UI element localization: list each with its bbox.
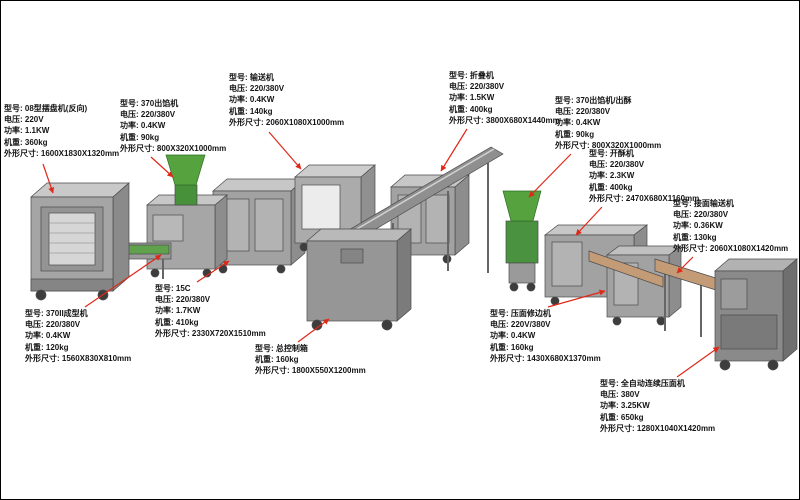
- transfer-belt: [588, 250, 664, 288]
- machine-370-pastry: [502, 190, 542, 292]
- spec-line: 外形尺寸: 2060X1080X1000mm: [229, 117, 345, 127]
- spec-line: 电压: 220/380V: [155, 295, 211, 305]
- spec-line: 型号: 总控制箱: [255, 344, 308, 353]
- spec-line: 机重: 650kg: [600, 412, 644, 422]
- spec-line: 外形尺寸: 1600X1830X1320mm: [4, 148, 120, 158]
- leader-line-9: [297, 318, 330, 343]
- spec-line: 机重: 130kg: [673, 232, 717, 242]
- spec-line: 型号: 输送机: [229, 73, 274, 82]
- spec-line: 型号: 08型摆盘机(反向): [4, 104, 88, 113]
- leader-line-6: [676, 256, 694, 274]
- spec-line: 电压: 220/380V: [229, 84, 285, 94]
- spec-line: 电压: 220/380V: [589, 160, 645, 170]
- spec-line: 机重: 160kg: [255, 355, 299, 365]
- spec-line: 外形尺寸: 2330X720X1510mm: [155, 328, 266, 338]
- leader-line-10: [547, 289, 606, 308]
- spec-line: 机重: 90kg: [555, 129, 595, 139]
- spec-line: 功率: 1.1KW: [4, 126, 50, 136]
- spec-line: 功率: 0.4KW: [555, 118, 601, 128]
- spec-line: 电压: 220/380V: [555, 107, 611, 117]
- spec-line: 电压: 220V: [4, 115, 44, 125]
- spec-line: 外形尺寸: 2060X1080X1420mm: [673, 243, 789, 253]
- spec-line: 电压: 380V: [600, 390, 640, 400]
- spec-line: 机重: 160kg: [490, 342, 534, 352]
- spec-line: 机重: 90kg: [120, 132, 160, 142]
- machine-continuous-press: [714, 258, 798, 371]
- spec-line: 型号: 全自动连续压面机: [600, 379, 685, 388]
- spec-line: 型号: 370出馅机/出酥: [555, 96, 632, 105]
- spec-line: 电压: 220V/380V: [490, 320, 551, 330]
- leader-line-0: [42, 163, 55, 194]
- spec-line: 机重: 140kg: [229, 106, 273, 116]
- spec-line: 外形尺寸: 800X320X1000mm: [555, 140, 662, 150]
- spec-line: 电压: 220/380V: [25, 320, 81, 330]
- leader-lines: [42, 128, 720, 378]
- leader-line-7: [196, 260, 230, 283]
- machine-press-trimmer: [605, 245, 683, 326]
- spec-line: 机重: 120kg: [25, 342, 69, 352]
- spec-line: 型号: 折叠机: [449, 71, 494, 80]
- spec-line: 机重: 400kg: [449, 104, 493, 114]
- spec-line: 电压: 220/380V: [449, 82, 505, 92]
- leader-line-11: [676, 346, 720, 378]
- spec-line: 功率: 0.4KW: [229, 95, 275, 105]
- main-control-box-unit: [306, 228, 412, 331]
- spec-line: 外形尺寸: 3800X680X1440mm: [449, 115, 560, 125]
- spec-line: 外形尺寸: 1280X1040X1420mm: [600, 423, 716, 433]
- spec-line: 功率: 1.5KW: [449, 93, 495, 103]
- leader-line-3: [440, 128, 468, 172]
- machine-pan-arranging: [30, 182, 172, 301]
- spec-line: 功率: 0.4KW: [120, 121, 166, 131]
- leader-line-4: [528, 153, 572, 198]
- leader-line-8: [84, 254, 162, 308]
- leader-line-2: [268, 131, 302, 170]
- leader-line-1: [150, 156, 174, 178]
- spec-line: 外形尺寸: 800X320X1000mm: [120, 143, 227, 153]
- spec-line: 外形尺寸: 2470X680X1160mm: [589, 193, 700, 203]
- spec-line: 型号: 370出馅机: [120, 99, 179, 108]
- spec-line: 型号: 15C: [155, 284, 191, 293]
- spec-line: 电压: 220/380V: [673, 210, 729, 220]
- machine-folding-incline: [346, 146, 504, 273]
- spec-line: 功率: 2.3KW: [589, 171, 635, 181]
- spec-line: 功率: 0.36KW: [673, 221, 723, 231]
- spec-line: 功率: 3.25KW: [600, 401, 650, 411]
- spec-line: 功率: 1.7KW: [155, 306, 201, 316]
- spec-line: 外形尺寸: 1560X830X810mm: [25, 353, 132, 363]
- spec-line: 外形尺寸: 1800X550X1200mm: [255, 366, 366, 376]
- leader-line-5: [575, 206, 603, 236]
- spec-line: 型号: 开酥机: [589, 149, 634, 158]
- spec-line: 机重: 360kg: [4, 137, 48, 147]
- hopper-green: [165, 154, 206, 186]
- spec-line: 型号: 接面输送机: [673, 199, 734, 208]
- spec-line: 机重: 400kg: [589, 182, 633, 192]
- spec-line: 型号: 370II成型机: [25, 309, 88, 318]
- spec-line: 机重: 410kg: [155, 317, 199, 327]
- spec-line: 外形尺寸: 1430X680X1370mm: [490, 353, 601, 363]
- spec-line: 功率: 0.4KW: [25, 331, 71, 341]
- spec-line: 型号: 压面修边机: [490, 309, 551, 318]
- spec-line: 电压: 220/380V: [120, 110, 176, 120]
- spec-line: 功率: 0.4KW: [490, 331, 536, 341]
- hopper-green: [502, 190, 542, 222]
